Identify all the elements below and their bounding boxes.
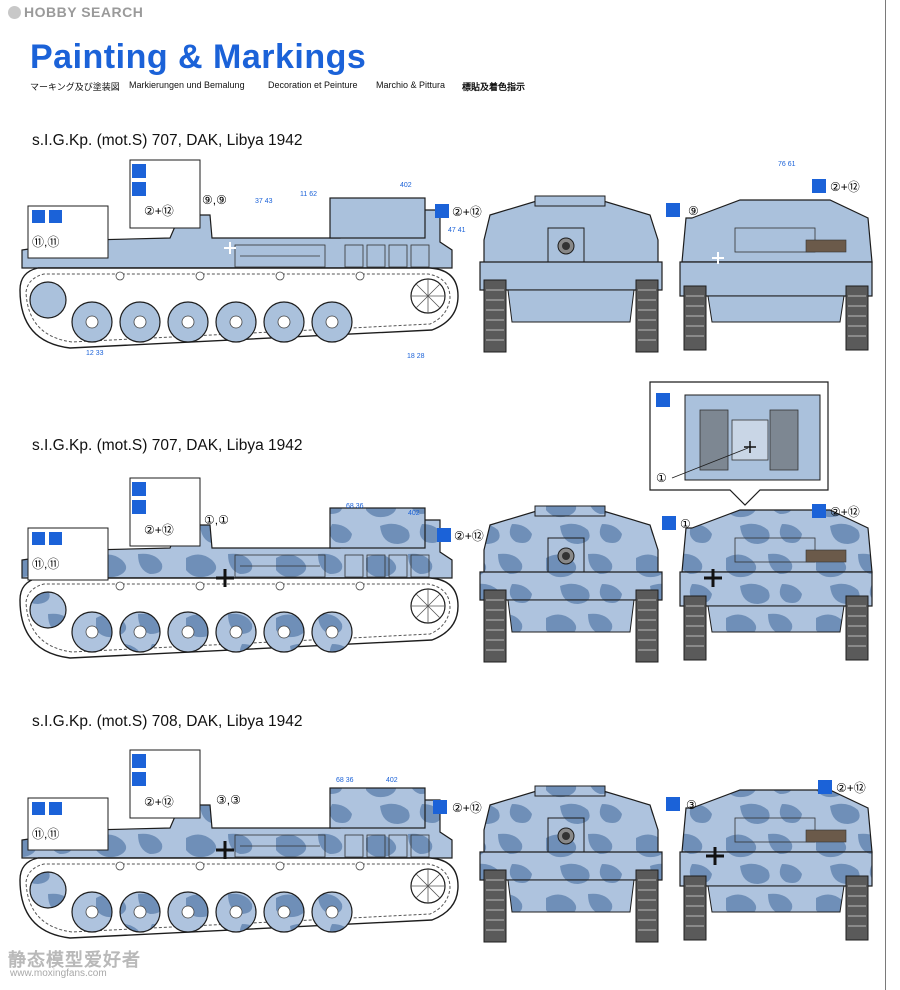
vehicle-front-view-2: [479, 505, 663, 663]
paint-code-3a: 402: [386, 777, 398, 784]
vehicle-rear-view-1: [679, 199, 873, 351]
front-marking-3: ②+⑫: [452, 801, 482, 815]
rear-marking-2: ②+⑫: [830, 505, 860, 519]
moxingfans-url: www.moxingfans.com: [10, 968, 107, 979]
paint-code-1d: 47 41: [448, 227, 466, 234]
inset-marking: ①: [656, 471, 667, 485]
cross-insignia-rear-3: [706, 847, 724, 865]
page-title: Painting & Markings: [30, 38, 367, 76]
subtitle-chinese: 標貼及着色指示: [462, 82, 526, 92]
front-marking-1: ②+⑫: [452, 205, 482, 219]
rear-number-3: ③: [686, 798, 697, 812]
decal-icon-front-1: [435, 204, 449, 218]
side-box-marking-2: ②+⑫: [144, 523, 174, 537]
paint-code-1g: 76 61: [778, 161, 796, 168]
side-marking-3: ③,③: [216, 793, 241, 807]
subtitle-german: Markierungen und Bemalung: [129, 80, 245, 90]
rear-number-1: ⑨: [688, 204, 699, 218]
language-subtitles: マーキング及び塗装図 Markierungen und Bemalung Dec…: [30, 80, 590, 94]
decal-icon-1: [132, 182, 146, 196]
brush-icon-3: [132, 754, 146, 768]
decal-icon-rear-2: [662, 516, 676, 530]
brush-icon-inset: [656, 393, 670, 407]
vehicle-rear-view-2: [679, 509, 873, 661]
hobby-search-watermark: HOBBY SEARCH: [8, 4, 143, 20]
decal-icon-rear-right-2: [812, 504, 826, 518]
decal-icon-front-3: [433, 800, 447, 814]
paint-code-1f: 18 28: [407, 353, 425, 360]
paint-code-1b: 37 43: [255, 198, 273, 205]
brush-icon-left-1: [32, 210, 45, 223]
cross-insignia-side-1: [224, 242, 236, 254]
side-box-marking-1: ②+⑫: [144, 204, 174, 218]
decal-icon-2: [132, 500, 146, 514]
section-title-1: s.I.G.Kp. (mot.S) 707, DAK, Libya 1942: [32, 132, 303, 149]
subtitle-french: Decoration et Peinture: [268, 80, 358, 90]
decal-icon-left-3: [49, 802, 62, 815]
subtitle-italian: Marchio & Pittura: [376, 80, 446, 90]
section-title-3: s.I.G.Kp. (mot.S) 708, DAK, Libya 1942: [32, 713, 303, 730]
cross-insignia-side-2: [216, 569, 234, 587]
section-2-drawings: ②+⑫ ⑪,⑪ ①,① ②+⑫ ① ②+⑫ 402 68 36: [19, 477, 873, 663]
brush-icon-left-2: [32, 532, 45, 545]
paint-code-1c: 11 62: [300, 191, 317, 198]
rear-marking-1: ②+⑫: [830, 180, 860, 194]
paint-code-1e: 12 33: [86, 350, 104, 357]
cross-insignia-rear-1: [712, 252, 724, 264]
cross-insignia-rear-2: [704, 569, 722, 587]
decal-icon-3: [132, 772, 146, 786]
paint-code-1a: 402: [400, 182, 412, 189]
decal-icon-rear-right-3: [818, 780, 832, 794]
side-box-marking-3: ②+⑫: [144, 795, 174, 809]
section-3-drawings: ②+⑫ ⑪,⑪ ③,③ ②+⑫ ③ ②+⑫ 402 68 36: [19, 749, 873, 943]
left-box-marking-2: ⑪,⑪: [32, 557, 59, 571]
decal-icon-left-1: [49, 210, 62, 223]
moxingfans-watermark: 静态模型爱好者: [8, 950, 141, 970]
decal-icon-front-2: [437, 528, 451, 542]
section-1-drawings: ②+⑫ ⑪,⑪ ⑨,⑨ ②+⑫ ⑨ ②+⑫ 402 37 43 11 62 47…: [19, 159, 873, 360]
vehicle-rear-view-3: [679, 789, 873, 941]
rear-number-2: ①: [680, 517, 691, 531]
rear-marking-3: ②+⑫: [836, 781, 866, 795]
brush-icon-1: [132, 164, 146, 178]
left-box-marking-3: ⑪,⑪: [32, 827, 59, 841]
side-marking-1: ⑨,⑨: [202, 193, 227, 207]
cross-insignia-side-3: [216, 841, 234, 859]
vehicle-front-view-1: [479, 195, 663, 353]
vehicle-front-view-3: [479, 785, 663, 943]
brush-icon-left-3: [32, 802, 45, 815]
decal-icon-rear-1: [666, 203, 680, 217]
side-marking-2: ①,①: [204, 513, 229, 527]
paint-code-2a: 402: [408, 510, 420, 517]
decal-icon-left-2: [49, 532, 62, 545]
inset-detail-box: ①: [649, 381, 829, 506]
front-marking-2: ②+⑫: [454, 529, 484, 543]
paint-code-2b: 68 36: [346, 503, 364, 510]
left-box-marking-1: ⑪,⑪: [32, 235, 59, 249]
paint-code-3b: 68 36: [336, 777, 354, 784]
hobby-search-logo-icon: [8, 6, 21, 19]
decal-icon-rear-right-1: [812, 179, 826, 193]
section-title-2: s.I.G.Kp. (mot.S) 707, DAK, Libya 1942: [32, 437, 303, 454]
brush-icon-2: [132, 482, 146, 496]
subtitle-japanese: マーキング及び塗装図: [30, 82, 120, 92]
decal-icon-rear-3: [666, 797, 680, 811]
